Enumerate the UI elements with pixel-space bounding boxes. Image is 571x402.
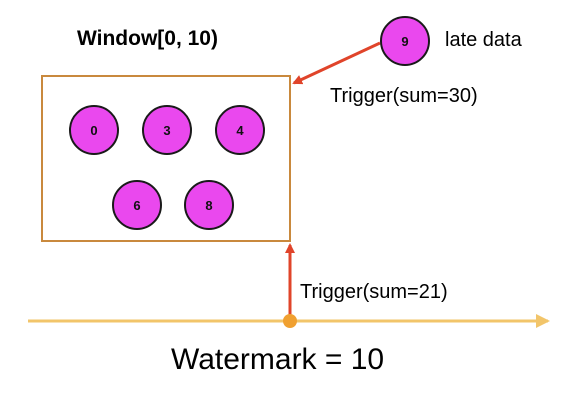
- event-circle: 8: [184, 180, 234, 230]
- late-trigger-arrow: [292, 41, 381, 85]
- late-data-label: late data: [445, 29, 522, 51]
- event-circle: 0: [69, 105, 119, 155]
- event-circle: 3: [142, 105, 192, 155]
- watermark-point: [283, 314, 297, 328]
- watermark-label: Watermark = 10: [171, 343, 385, 376]
- event-circle: 6: [112, 180, 162, 230]
- window-title: Window[0, 10): [77, 27, 218, 50]
- late-trigger-label: Trigger(sum=30): [330, 85, 478, 107]
- event-circle: 4: [215, 105, 265, 155]
- late-event-circle: 9: [380, 16, 430, 66]
- window-box: [41, 75, 291, 242]
- watermark-trigger-label: Trigger(sum=21): [300, 281, 448, 303]
